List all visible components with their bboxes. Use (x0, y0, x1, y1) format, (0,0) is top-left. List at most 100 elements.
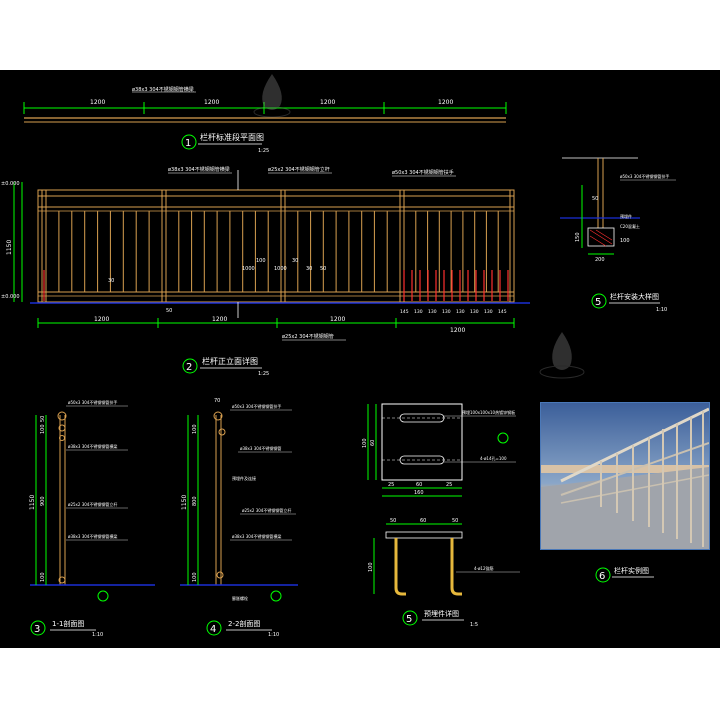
cad-drawing-canvas: 1200 1200 1200 1200 ø38x3 304不锈钢钢管横梁 1 栏… (0, 70, 720, 648)
s1-dim-3: 1150 (29, 495, 36, 510)
fix-dim-1: 50 (592, 196, 598, 202)
watermark-logo (253, 74, 585, 379)
plan-scale: 1:25 (258, 148, 269, 154)
embed-title: 预埋件详图 (424, 609, 459, 618)
embed-dim-1: 100 (362, 438, 368, 448)
s1-dim-4: 900 (40, 496, 46, 506)
embed-callout-1: 预埋100x100x10热镀锌钢板 (462, 409, 515, 415)
s2-callout-1: ø50x3 304不锈钢钢管扶手 (232, 403, 281, 409)
elevation-view: ±0.000 1150 ±0.000 ø38x3 304不锈钢钢管横梁 ø25x… (1, 166, 530, 377)
photo-caption: 6 栏杆实例图 (595, 566, 654, 583)
elev-mid-dim-5: 30 (292, 258, 298, 264)
plan-dim-1: 1200 (90, 99, 105, 106)
fix-title: 栏杆安装大样图 (610, 292, 659, 301)
plan-number: 1 (185, 138, 191, 149)
embed-dim-6: 25 (446, 482, 452, 488)
elev-spacing-dim: 145 (498, 309, 507, 315)
elev-level-bottom: ±0.000 (1, 294, 20, 300)
embed-dim-10: 50 (452, 518, 458, 524)
s2-callout-2: ø38x3 304不锈钢钢管 (240, 445, 281, 451)
elev-mid-dim-3: 1000 (274, 266, 287, 272)
plan-title: 栏杆标准段平面图 (200, 132, 264, 142)
fix-callout-1: ø50x3 304不锈钢钢管扶手 (620, 173, 669, 179)
plan-callout: ø38x3 304不锈钢钢管横梁 (132, 86, 194, 93)
s2-callout-6: 膨胀螺栓 (232, 595, 248, 601)
fixing-detail: 50 150 100 200 ø50x3 304不锈钢钢管扶手 预埋件 C20混… (560, 157, 676, 313)
elev-bottom-dim-3: 1200 (330, 316, 345, 323)
elev-height: 1150 (6, 240, 13, 255)
elev-spacing-dim: 130 (456, 309, 465, 315)
elev-level-top: ±0.000 (1, 181, 20, 187)
s2-dim-1: 70 (214, 398, 220, 404)
fix-number: 5 (595, 297, 601, 308)
elev-bottom-dim-1: 1200 (94, 316, 109, 323)
s1-dim-2: 50 (40, 416, 46, 422)
embed-scale: 1:5 (470, 622, 478, 628)
elev-number: 2 (186, 362, 192, 373)
elev-mid-dim-6: 30 (306, 266, 312, 272)
elev-mid-dim-8: 50 (166, 308, 172, 314)
s1-callout-1: ø50x3 304不锈钢钢管扶手 (68, 399, 117, 405)
elev-bottom-dim-2: 1200 (212, 316, 227, 323)
elev-scale: 1:25 (258, 371, 269, 377)
s1-callout-2: ø38x3 304不锈钢钢管横梁 (68, 443, 117, 449)
s2-dim-2: 100 (192, 424, 198, 434)
plan-dim-2: 1200 (204, 99, 219, 106)
elev-callout-2: ø25x2 304不锈钢钢管立杆 (268, 166, 330, 173)
s1-callout-3: ø25x2 304不锈钢钢管立杆 (68, 501, 117, 507)
fix-dim-2: 150 (575, 232, 581, 242)
elev-mid-dim-4: 30 (108, 278, 114, 284)
photo-title: 栏杆实例图 (614, 566, 649, 575)
railing-photo (540, 402, 710, 550)
elev-mid-dim-7: 50 (320, 266, 326, 272)
s2-callout-5: ø38x3 304不锈钢钢管横梁 (232, 533, 281, 539)
plan-dim-4: 1200 (438, 99, 453, 106)
s2-dim-3: 1150 (181, 495, 188, 510)
fix-callout-2: 预埋件 (620, 213, 632, 219)
elev-callout-1: ø38x3 304不锈钢钢管横梁 (168, 166, 230, 173)
s1-dim-1: 100 (40, 424, 46, 434)
elev-bottom-dim-4: 1200 (450, 327, 465, 334)
embed-dim-7: 160 (414, 490, 424, 496)
embed-callout-3: 4-ø12锚筋 (474, 565, 494, 571)
s2-dim-5: 100 (192, 572, 198, 582)
s1-dim-5: 100 (40, 572, 46, 582)
embed-dim-4: 25 (388, 482, 394, 488)
elev-mid-dim-1: 1000 (242, 266, 255, 272)
embed-dim-8: 50 (390, 518, 396, 524)
railing-post (280, 189, 286, 303)
railing-post (41, 189, 47, 303)
s1-callout-4: ø38x3 304不锈钢钢管横梁 (68, 533, 117, 539)
elev-spacing-dim: 130 (428, 309, 437, 315)
elev-spacing-dim: 130 (470, 309, 479, 315)
s2-number: 4 (210, 624, 216, 635)
embed-plate-detail: 100 60 25 60 25 160 预埋100x100x10热镀锌钢板 4-… (362, 403, 520, 628)
s2-callout-4: ø25x2 304不锈钢钢管立杆 (242, 507, 291, 513)
fix-callout-3: C20混凝土 (620, 223, 640, 229)
s2-scale: 1:10 (268, 632, 279, 638)
s1-title: 1-1剖面图 (52, 619, 84, 628)
elev-spacing-dim: 130 (442, 309, 451, 315)
elev-callout-3: ø50x3 304不锈钢钢管扶手 (392, 169, 454, 176)
elev-spacing-dim: 130 (414, 309, 423, 315)
elev-mid-dim-2: 100 (256, 258, 266, 264)
embed-dim-2: 60 (370, 440, 376, 446)
embed-dim-5: 60 (416, 482, 422, 488)
photo-number: 6 (599, 571, 605, 582)
s2-callout-3: 预埋件及连接 (232, 475, 256, 481)
railing-post (161, 189, 167, 303)
fix-dim-4: 200 (595, 257, 605, 263)
elev-spacing-dim: 130 (484, 309, 493, 315)
plan-dim-3: 1200 (320, 99, 335, 106)
embed-callout-2: 4-ø14孔=100 (480, 455, 507, 461)
plan-view: 1200 1200 1200 1200 ø38x3 304不锈钢钢管横梁 1 栏… (23, 86, 507, 154)
fix-dim-3: 100 (620, 238, 630, 244)
elev-spacing-dim: 145 (400, 309, 409, 315)
embed-number: 5 (406, 614, 412, 625)
embed-dim-9: 60 (420, 518, 426, 524)
s1-number: 3 (34, 624, 40, 635)
railing-post (509, 189, 515, 303)
s2-dim-4: 800 (192, 496, 198, 506)
s2-title: 2-2剖面图 (228, 619, 260, 628)
section-1-1: 100 50 1150 900 100 ø50x3 304不锈钢钢管扶手 ø38… (29, 399, 155, 638)
